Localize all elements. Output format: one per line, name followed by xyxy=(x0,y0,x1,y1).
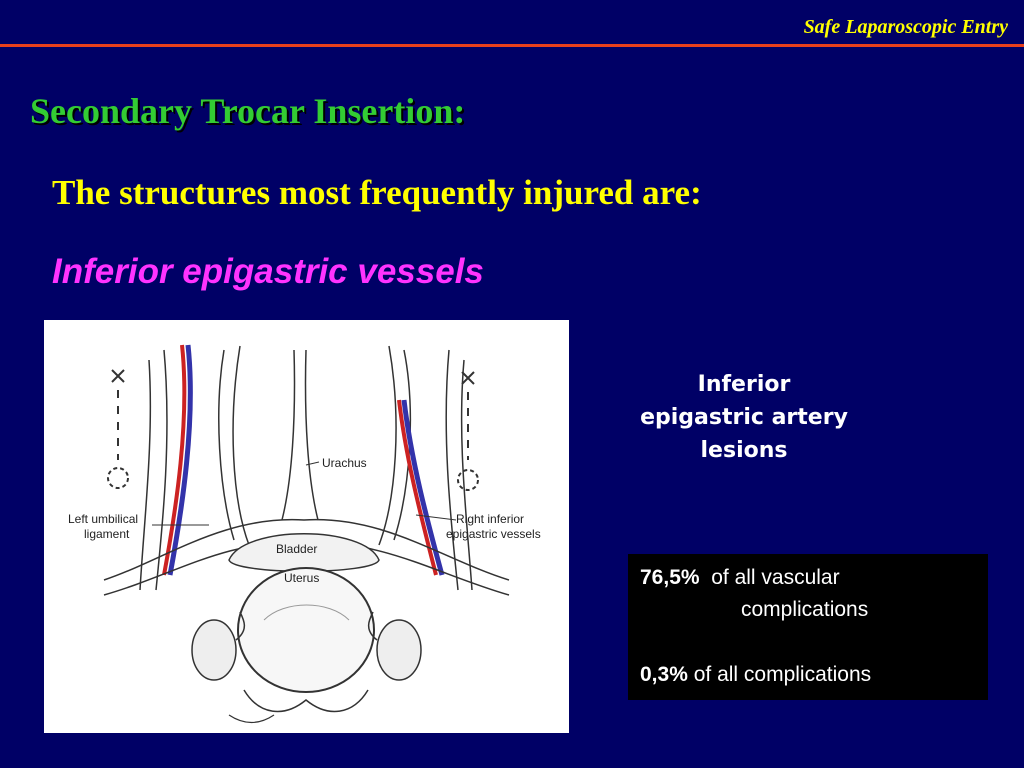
caption-line: Inferior xyxy=(614,368,874,401)
left-epigastric-vessels xyxy=(164,345,190,575)
left-umbilical-label-line2: ligament xyxy=(84,527,130,541)
caption-line: epigastric artery xyxy=(614,401,874,434)
header-divider xyxy=(0,44,1024,47)
slide-heading: Secondary Trocar Insertion: xyxy=(30,90,465,132)
uterus-label: Uterus xyxy=(284,571,319,585)
statistics-box: 76,5% of all vascular complications 0,3%… xyxy=(628,554,988,700)
caption-line: lesions xyxy=(614,434,874,467)
left-trocar-marker xyxy=(108,370,128,488)
anatomical-illustration: Urachus Left umbilical ligament Right in… xyxy=(44,320,569,733)
vascular-complications-stat: 76,5% of all vascular xyxy=(640,562,976,594)
right-inferior-label-line2: epigastric vessels xyxy=(446,527,541,541)
right-inferior-label-line1: Right inferior xyxy=(456,512,524,526)
all-text: of all complications xyxy=(694,663,871,686)
stat-spacer xyxy=(640,625,976,659)
pelvic-anatomy-drawing: Urachus Left umbilical ligament Right in… xyxy=(44,320,569,733)
left-umbilical-label-line1: Left umbilical xyxy=(68,512,138,526)
bladder-label: Bladder xyxy=(276,542,317,556)
urachus-label: Urachus xyxy=(322,456,367,470)
all-percentage: 0,3% xyxy=(640,663,688,686)
header-title: Safe Laparoscopic Entry xyxy=(804,16,1008,39)
vascular-text: of all vascular xyxy=(711,566,839,589)
vascular-percentage: 76,5% xyxy=(640,566,700,589)
vascular-text-continued: complications xyxy=(640,594,976,626)
uterus-shape xyxy=(238,568,374,692)
highlight-term: Inferior epigastric vessels xyxy=(52,252,484,292)
slide-subheading: The structures most frequently injured a… xyxy=(52,173,702,213)
all-complications-stat: 0,3% of all complications xyxy=(640,659,976,691)
illustration-caption: Inferior epigastric artery lesions xyxy=(614,368,874,467)
